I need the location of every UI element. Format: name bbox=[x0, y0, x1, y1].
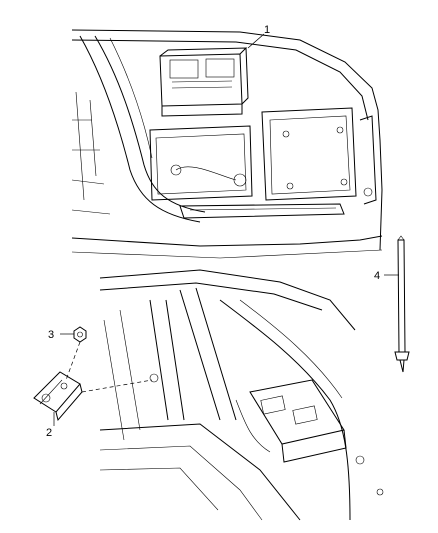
callout-4: 4 bbox=[374, 270, 380, 282]
leader-1 bbox=[247, 33, 265, 49]
part-4-rod bbox=[394, 235, 410, 373]
callout-3: 3 bbox=[48, 329, 54, 341]
callout-2: 2 bbox=[46, 427, 52, 439]
battery-top-view bbox=[159, 47, 249, 117]
top-view-trunk bbox=[71, 29, 383, 259]
bottom-view-trunk bbox=[99, 269, 384, 521]
dashed-reference-3 bbox=[65, 341, 81, 381]
dashed-reference-2 bbox=[81, 379, 153, 393]
part-2-bracket bbox=[33, 371, 83, 422]
part-3-nut bbox=[73, 326, 87, 343]
battery-bottom-view bbox=[235, 379, 347, 463]
callout-1: 1 bbox=[264, 24, 270, 36]
